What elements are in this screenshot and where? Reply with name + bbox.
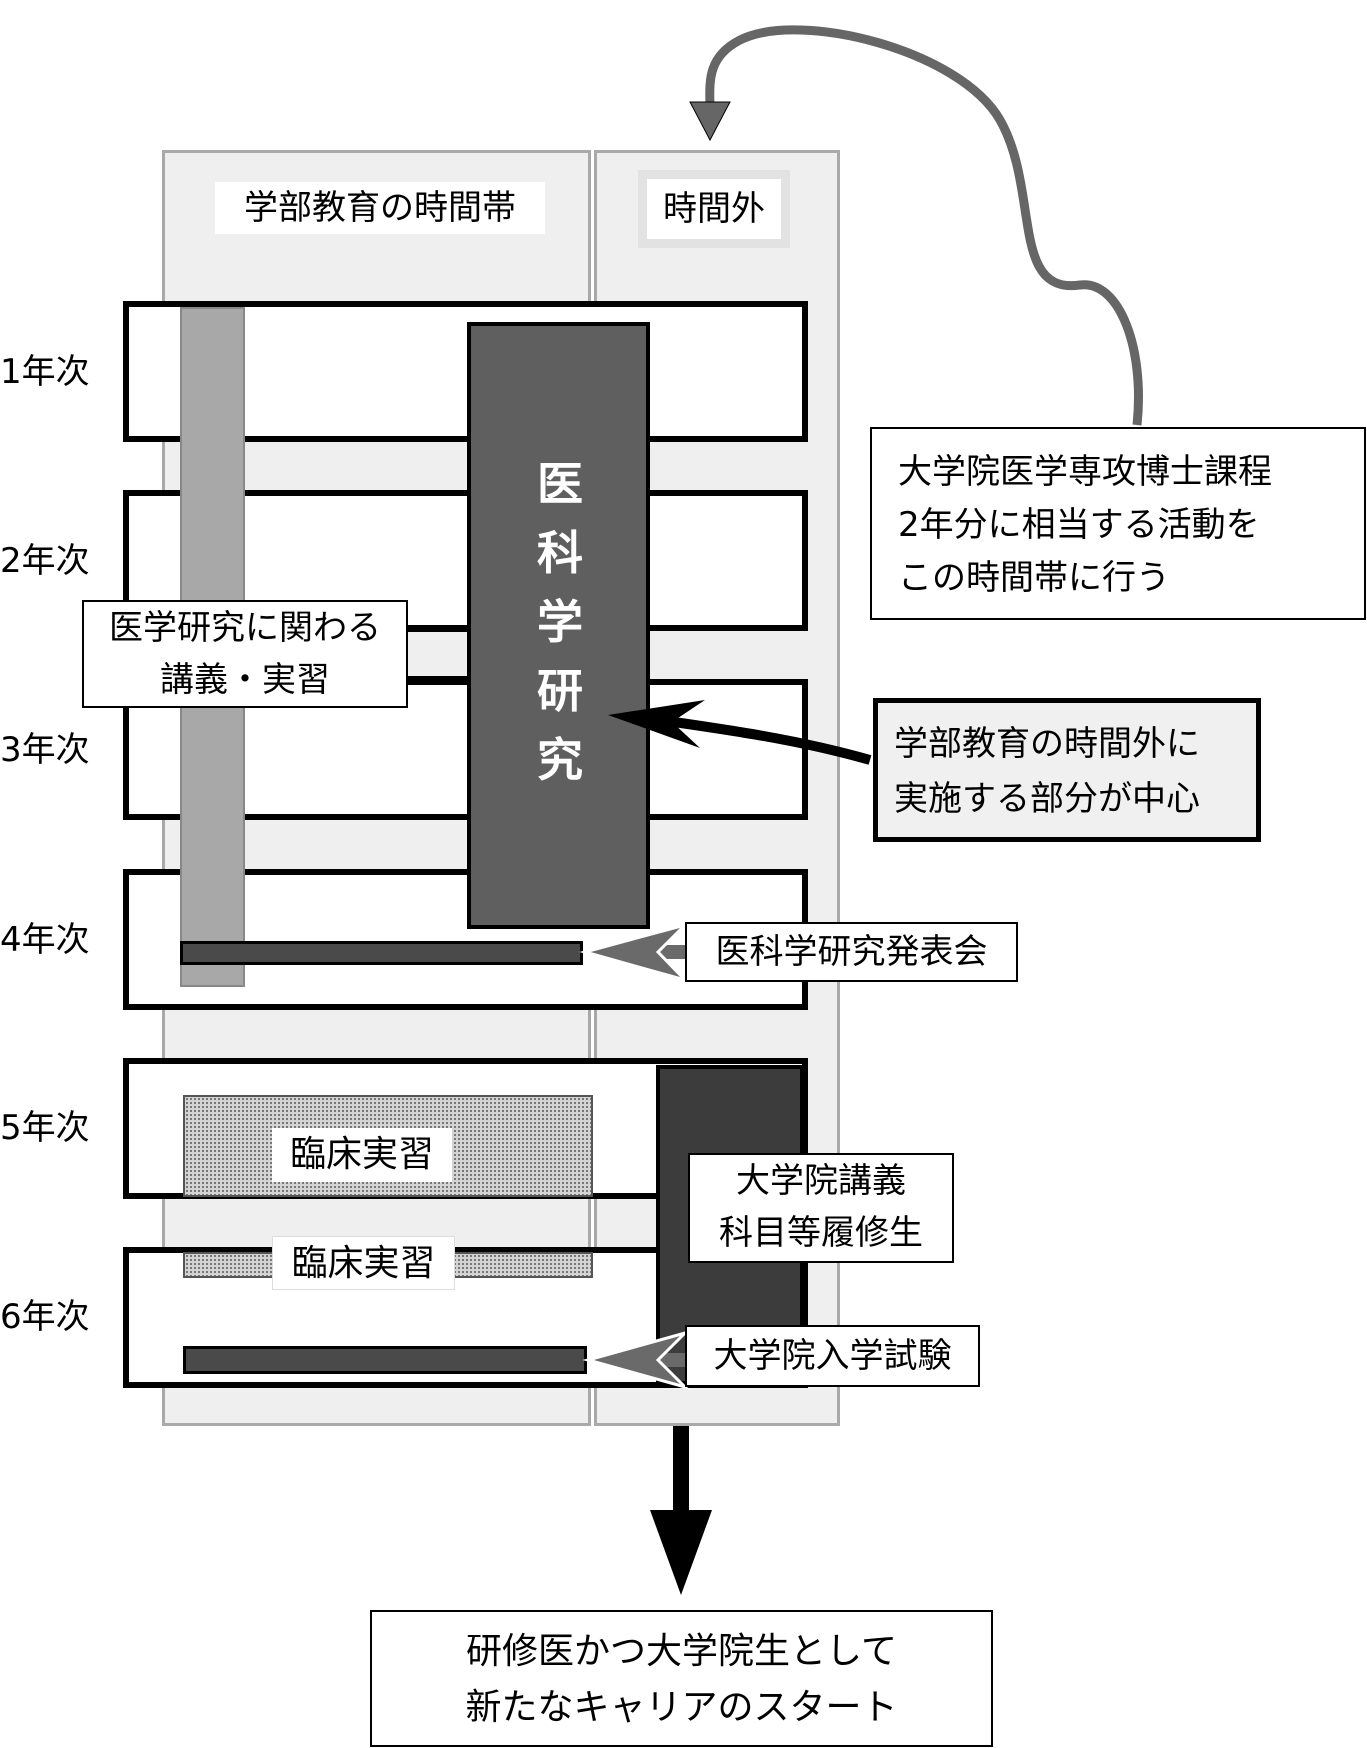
career-box: 研修医かつ大学院生として 新たなキャリアのスタート	[370, 1610, 993, 1747]
column-header-in-hours: 学部教育の時間帯	[215, 182, 545, 234]
career-arrowhead	[650, 1510, 712, 1595]
grad-course-label: 大学院講義 科目等履修生	[688, 1153, 954, 1263]
research-bar	[467, 322, 650, 929]
year-label-6: 6年次	[0, 1297, 90, 1337]
lecture-label: 医学研究に関わる 講義・実習	[82, 600, 408, 708]
year-label-5: 5年次	[0, 1108, 90, 1148]
research-bar-label: 医 科 学 研 究	[537, 457, 583, 787]
year-label-1: 1年次	[0, 352, 90, 392]
lecture-connector-bottom	[405, 676, 467, 682]
grad-note-curve-arrow	[705, 25, 1143, 426]
column-header-out-hours: 時間外	[638, 170, 790, 248]
outside-hours-note-box: 学部教育の時間外に 実施する部分が中心	[873, 698, 1261, 842]
entrance-exam-label: 大学院入学試験	[685, 1325, 980, 1387]
outside-note-arrow	[659, 715, 872, 765]
entrance-exam-arrowhead	[582, 1330, 691, 1390]
clinical-practice-label-5: 臨床実習	[272, 1128, 452, 1182]
presentation-arrowhead	[579, 922, 691, 983]
lecture-connector-top	[405, 626, 467, 632]
grad-note-box: 大学院医学専攻博士課程 2年分に相当する活動を この時間帯に行う	[870, 427, 1366, 620]
year-label-3: 3年次	[0, 730, 90, 770]
clinical-practice-label-6: 臨床実習	[272, 1236, 455, 1290]
career-arrow-shaft	[673, 1426, 689, 1526]
presentation-label: 医科学研究発表会	[685, 922, 1018, 982]
year-label-4: 4年次	[0, 920, 90, 960]
year-label-2: 2年次	[0, 541, 90, 581]
presentation-bar	[180, 941, 583, 965]
grad-note-arrowhead	[689, 101, 731, 142]
outside-note-arrowhead	[608, 700, 705, 748]
